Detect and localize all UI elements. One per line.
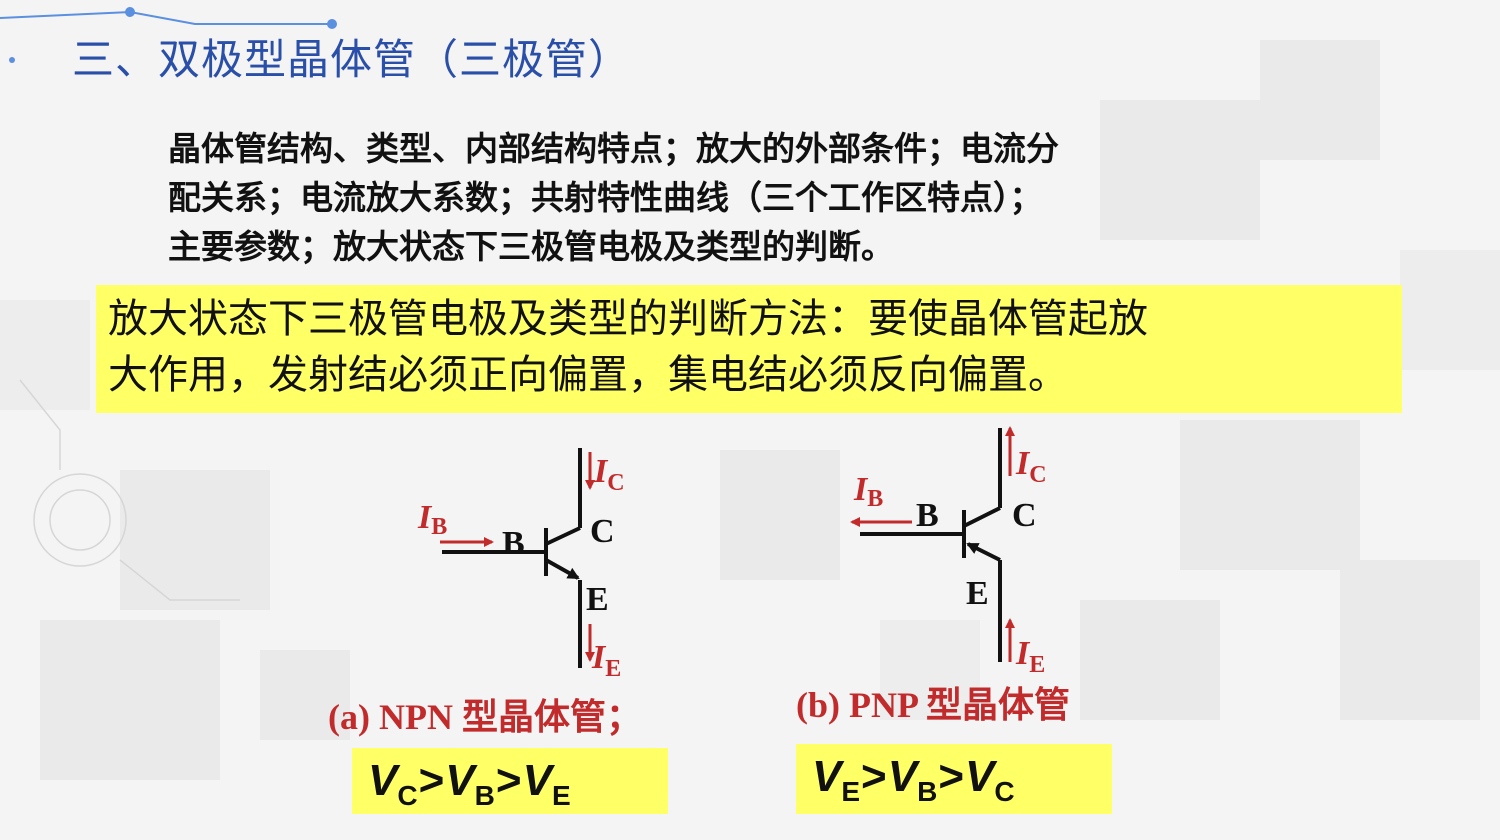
relation-subscript: E [551, 780, 571, 811]
pnp-ic-symbol: IC [1015, 445, 1047, 488]
npn-emitter-arrow [545, 558, 580, 580]
relation-symbol: V [887, 752, 918, 801]
pnp-current-arrows [850, 426, 1015, 662]
key-point-line: 配关系；电流放大系数；共射特性曲线（三个工作区特点）； [168, 178, 1043, 217]
pnp-label-base: B [916, 497, 939, 534]
relation-symbol: V [522, 756, 552, 805]
npn-label-collector: C [590, 513, 615, 550]
relation-operator: > [938, 752, 965, 801]
pnp-ie-symbol: IE [1015, 635, 1045, 678]
relation-symbol: V [965, 752, 995, 801]
npn-transistor-diagram: B C E IB IC IE [417, 448, 625, 682]
pnp-emitter-arrow [966, 542, 1001, 562]
slide-title: 三、双极型晶体管（三极管） [72, 35, 632, 84]
method-highlight-box: 放大状态下三极管电极及类型的判断方法：要使晶体管起放 大作用，发射结必须正向偏置… [96, 285, 1402, 413]
pnp-label-emitter: E [966, 575, 989, 612]
relation-operator: > [861, 752, 887, 801]
relation-subscript: C [994, 776, 1015, 807]
pnp-wires [860, 428, 1002, 662]
method-note-line: 放大状态下三极管电极及类型的判断方法：要使晶体管起放 [108, 296, 1148, 342]
relation-subscript: C [397, 780, 418, 811]
relation-operator: > [495, 756, 522, 805]
key-point-line: 主要参数；放大状态下三极管电极及类型的判断。 [168, 227, 894, 266]
npn-label-base: B [502, 525, 525, 562]
pnp-voltage-relation: VE>VB>VC [796, 744, 1112, 814]
relation-symbol: V [445, 756, 475, 805]
relation-symbol: V [368, 756, 398, 805]
npn-ie-symbol: IE [591, 639, 621, 682]
pnp-collector-leg [963, 506, 1001, 528]
npn-label-emitter: E [586, 581, 609, 618]
pnp-transistor-diagram: B C E IB IC IE [850, 426, 1047, 678]
npn-voltage-relation: VC>VB>VE [352, 748, 668, 814]
pnp-label-collector: C [1012, 497, 1037, 534]
key-point-line: 晶体管结构、类型、内部结构特点；放大的外部条件；电流分 [168, 129, 1059, 168]
npn-collector-leg [545, 526, 581, 546]
relation-subscript: B [917, 776, 938, 807]
npn-current-arrows [440, 452, 595, 662]
npn-wires [442, 448, 582, 668]
relation-operator: > [418, 756, 445, 805]
relation-subscript: B [474, 780, 495, 811]
relation-subscript: E [841, 776, 861, 807]
npn-ic-symbol: IC [593, 453, 625, 496]
pnp-caption: (b) PNP 型晶体管 [796, 685, 1070, 725]
relation-symbol: V [812, 752, 842, 801]
key-points: 晶体管结构、类型、内部结构特点；放大的外部条件；电流分 配关系；电流放大系数；共… [168, 124, 1288, 271]
npn-ib-symbol: IB [417, 499, 447, 540]
pnp-ib-symbol: IB [853, 471, 883, 512]
method-note-line: 大作用，发射结必须正向偏置，集电结必须反向偏置。 [108, 352, 1068, 398]
npn-caption: (a) NPN 型晶体管； [328, 697, 642, 737]
